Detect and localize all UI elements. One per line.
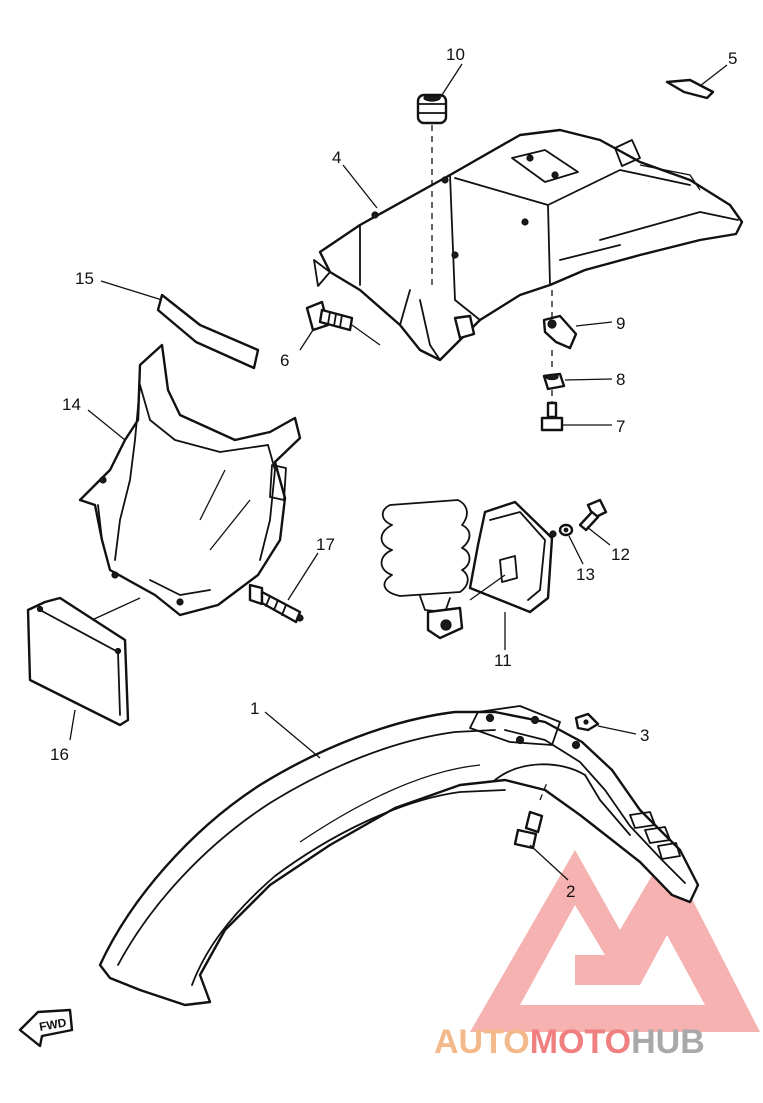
leader-lines [69,63,728,881]
watermark-hub: HUB [631,1023,705,1061]
part-1-front-fender [98,705,700,1007]
callout-15: 15 [75,269,94,288]
callout-7: 7 [616,417,625,436]
callout-8: 8 [616,370,625,389]
callout-1: 1 [250,699,259,718]
part-4-rear-fender [313,128,744,362]
callout-17: 17 [316,535,335,554]
callout-4: 4 [332,148,341,167]
watermark-logo-icon [470,850,760,1032]
part-17-bolt [248,583,304,624]
shock-absorber-reference [380,499,471,640]
part-2-bolt [513,810,544,850]
fwd-label: FWD [38,1015,68,1034]
callout-12: 12 [611,545,630,564]
part-14-inner-fender [78,343,302,617]
part-12-bolt [578,498,608,532]
part-8-nut [542,372,566,391]
callout-11: 11 [494,651,512,670]
callout-3: 3 [640,726,649,745]
part-7-screw [540,401,564,432]
watermark-text: AUTOMOTOHUB [434,1023,705,1061]
callout-2: 2 [566,882,575,901]
callout-9: 9 [616,314,625,333]
part-10-grommet [416,93,448,125]
part-6-bolt [305,300,354,332]
callout-13: 13 [576,565,595,584]
watermark-auto: AUTO [434,1023,530,1061]
part-3-nut [574,712,600,732]
part-5-plate [665,78,715,100]
part-15-strip [156,293,260,370]
callout-16: 16 [50,745,69,764]
fwd-arrow-icon: FWD [18,1008,74,1048]
svg-text:AUTOMOTOHUB: AUTOMOTOHUB [434,1023,705,1061]
part-16-flap [26,596,130,727]
part-13-washer [558,523,574,537]
callout-14: 14 [62,395,81,414]
callout-6: 6 [280,351,289,370]
watermark-moto: MOTO [530,1023,631,1061]
callout-labels: 10 5 4 15 6 9 8 7 14 17 12 13 11 16 1 3 … [50,45,737,901]
part-9-clip [542,314,578,350]
part-11-bracket [468,500,557,614]
callout-5: 5 [728,49,737,68]
callout-10: 10 [446,45,465,64]
